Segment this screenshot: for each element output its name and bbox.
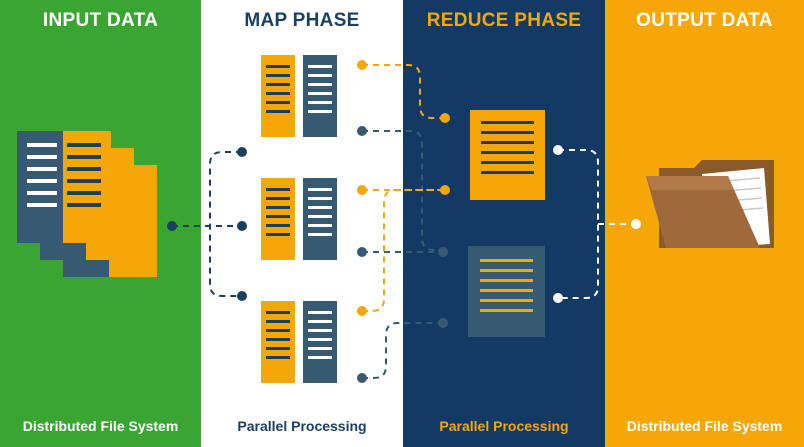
connector-dot — [237, 291, 247, 301]
connector-dot — [357, 373, 367, 383]
connector-dot — [357, 185, 367, 195]
input-to-map-connector — [172, 151, 242, 297]
connector-dot — [357, 60, 367, 70]
folder-icon — [646, 160, 774, 248]
connector-dot — [438, 247, 448, 257]
connector-dot — [357, 247, 367, 257]
connector-dot — [438, 318, 448, 328]
map-task-icon — [261, 301, 337, 383]
reduce-phase-title: REDUCE PHASE — [426, 10, 582, 31]
reduce-to-output-connector — [558, 149, 636, 299]
map-phase-title: MAP PHASE — [244, 10, 360, 31]
map-to-reduce-connectors — [362, 64, 445, 379]
reduce-phase-panel: REDUCE PHASE Parallel Processing — [403, 0, 605, 447]
connector-dot — [357, 126, 367, 136]
reduce-phase-footer: Parallel Processing — [439, 418, 569, 434]
map-task-icon — [261, 55, 337, 137]
output-data-footer: Distributed File System — [626, 418, 783, 434]
connector-dot — [357, 306, 367, 316]
connector-dot — [631, 219, 641, 229]
map-phase-panel: MAP PHASE Parallel Processing — [201, 0, 403, 447]
output-data-title: OUTPUT DATA — [636, 10, 773, 31]
input-data-title: INPUT DATA — [42, 10, 159, 31]
document-stack-icon — [17, 131, 157, 277]
connector-dot — [237, 221, 247, 231]
connector-dot — [440, 185, 450, 195]
reduce-task-icon — [470, 110, 545, 200]
map-phase-footer: Parallel Processing — [237, 418, 367, 434]
connector-dot — [237, 147, 247, 157]
input-data-footer: Distributed File System — [22, 418, 179, 434]
connector-dot — [553, 293, 563, 303]
map-task-icon — [261, 178, 337, 260]
connector-dot — [167, 221, 177, 231]
connector-dot — [553, 145, 563, 155]
reduce-task-icon — [468, 246, 545, 337]
connector-dot — [440, 113, 450, 123]
